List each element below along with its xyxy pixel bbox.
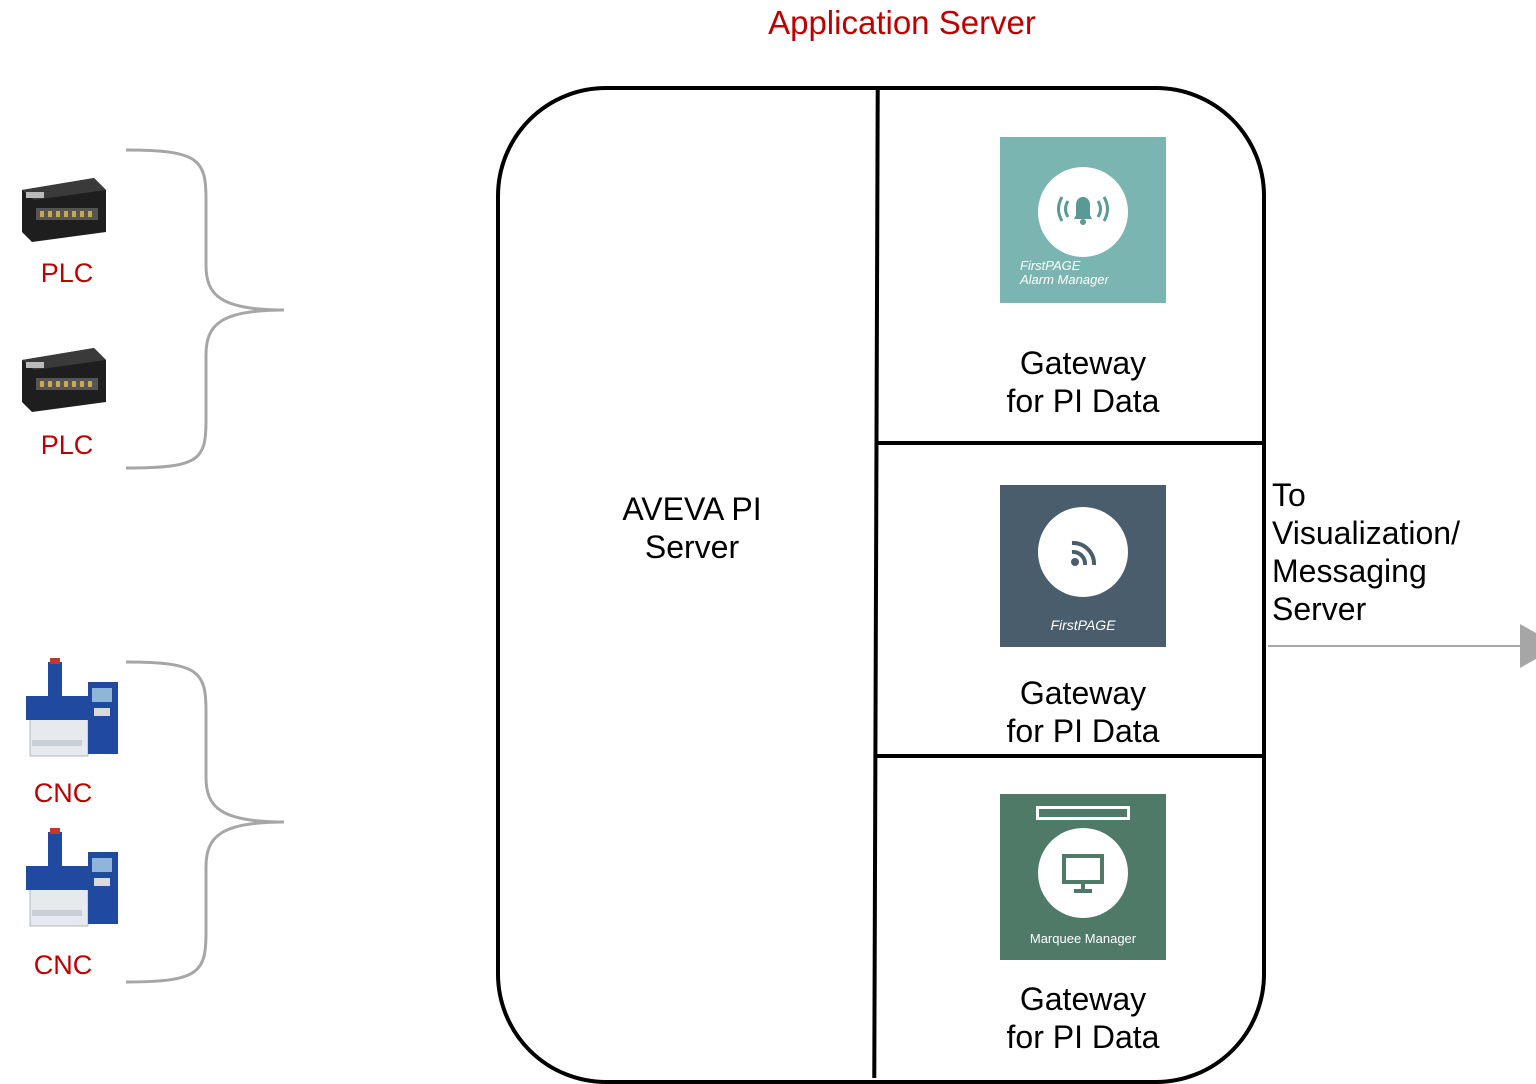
firstpage-app-icon: FirstPAGE — [1000, 485, 1166, 647]
device-label: CNC — [33, 950, 93, 980]
marquee-manager-app-icon: Marquee Manager — [1000, 794, 1166, 960]
output-destination-label: To Visualization/ Messaging Server — [1272, 477, 1460, 627]
monitor-icon — [1062, 854, 1104, 893]
gateway-divider-2 — [876, 754, 1264, 758]
diagram-title: Application Server — [768, 4, 1036, 41]
gateway-label: Gateway for PI Data — [1006, 981, 1160, 1055]
alarm-bell-icon — [1057, 196, 1109, 225]
gateway-label: Gateway for PI Data — [1006, 345, 1160, 419]
cnc-device-1 — [22, 656, 126, 760]
device-label: CNC — [33, 778, 93, 808]
app-caption: Marquee Manager — [1029, 931, 1137, 946]
plc-device-icon — [22, 178, 106, 242]
plc-device-icon — [22, 348, 106, 412]
device-label: PLC — [40, 430, 94, 460]
alarm-manager-app-icon: FirstPAGE Alarm Manager — [1000, 137, 1166, 303]
plc-brace — [125, 148, 285, 470]
output-arrow-head — [1520, 624, 1536, 668]
plc-device-2 — [14, 340, 110, 420]
cnc-device-2 — [22, 826, 126, 930]
cnc-brace — [125, 660, 285, 984]
plc-device-1 — [14, 170, 110, 250]
device-label: PLC — [40, 258, 94, 288]
app-caption: FirstPAGE — [1050, 617, 1116, 633]
gateway-divider-1 — [876, 441, 1264, 445]
rss-feed-icon — [1071, 540, 1097, 566]
gateway-label: Gateway for PI Data — [1006, 675, 1160, 749]
marquee-bar — [1036, 806, 1130, 820]
pi-server-label: AVEVA PI Server — [622, 491, 762, 565]
cnc-machine-icon — [26, 658, 118, 757]
app-caption: FirstPAGE Alarm Manager — [1020, 258, 1109, 287]
cnc-machine-icon — [26, 828, 118, 927]
